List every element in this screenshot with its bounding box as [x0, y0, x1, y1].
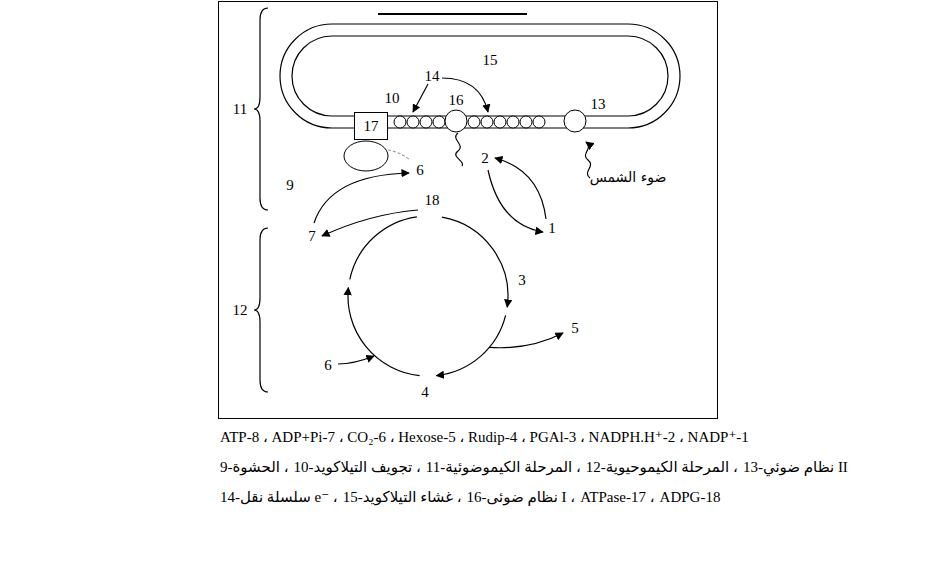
callout-number: 14 [425, 69, 440, 84]
electron-carriers [394, 110, 586, 132]
callout-number: 11 [233, 102, 247, 117]
leader-arrow [413, 84, 428, 112]
callout-number: 6 [324, 358, 332, 373]
cycle-arc [350, 217, 417, 280]
thylakoid-inner-membrane [292, 36, 668, 116]
callout-number: 10 [385, 91, 400, 106]
reaction-arrow [495, 158, 546, 219]
callout-number: 16 [449, 93, 464, 108]
callout-number: 15 [483, 53, 498, 68]
carrier-circle [433, 116, 445, 128]
callout-number: 9 [286, 178, 294, 193]
reaction-arrow [488, 170, 543, 232]
key-entry: 9-الحشوة ، [220, 458, 289, 476]
cycle-arc [442, 217, 508, 307]
key-entry: 10-تجويف التيلاكويد ، [294, 458, 421, 476]
carrier-circle [407, 116, 419, 128]
cycle-arc [436, 315, 505, 375]
carrier-circle [494, 116, 506, 128]
key-line: 14-سلسلة نقل e⁻ ، 15-غشاء التيلاكويد ، 16-… [220, 488, 720, 506]
carrier-circle [481, 116, 493, 128]
reaction-arrow [314, 173, 409, 223]
key-line: 9-الحشوة ، 10-تجويف التيلاكويد ، 11-المرحل… [220, 458, 848, 476]
brace [254, 228, 268, 392]
carrier-circle [507, 116, 519, 128]
callout-number: 2 [481, 151, 489, 166]
photosystem-circle [445, 110, 467, 132]
key-entry: ATPase-17 ، [580, 488, 654, 506]
callout-number: 13 [591, 97, 606, 112]
callout-number: 4 [421, 385, 429, 400]
cycle-arc [348, 288, 420, 376]
carrier-circle [394, 116, 406, 128]
atpase-box: 17 [354, 112, 388, 140]
key-entry: ADPG-18 [660, 488, 721, 506]
node-label: 17 [364, 119, 379, 134]
callout-number: 12 [233, 303, 248, 318]
key-entry: 16-نظام ضوئى I ، [467, 488, 576, 506]
key-entry: 14-سلسلة نقل e⁻ ، [220, 488, 338, 506]
leader-arrow [442, 78, 488, 112]
photosystem-circle [564, 110, 586, 132]
frame [219, 2, 718, 419]
dashed-curve [388, 150, 410, 160]
key-entry: 12-المرحلة الكيموحيوية ، [586, 458, 738, 476]
carrier-circle [533, 116, 545, 128]
brace [254, 8, 268, 210]
callout-number: 3 [518, 273, 526, 288]
thylakoid-outer-membrane [280, 24, 680, 128]
carrier-circle [468, 116, 480, 128]
key-entry: ATP-8 ، ADP+Pi-7 ، CO₂-6 ، Hexose-5 ، Ru… [220, 428, 749, 446]
key-line: ATP-8 ، ADP+Pi-7 ، CO₂-6 ، Hexose-5 ، Ru… [220, 428, 749, 446]
reaction-arrow [489, 333, 563, 348]
reaction-arrow [322, 210, 418, 236]
light-wave [456, 133, 463, 166]
key-entry: 11-المرحلة الكيموضوئية ، [426, 458, 581, 476]
callout-number: 5 [571, 321, 579, 336]
callout-number: 7 [308, 229, 316, 244]
light-label: ضوء الشمس [590, 170, 667, 184]
carrier-circle [420, 116, 432, 128]
key-entry: 15-غشاء التيلاكويد ، [343, 488, 462, 506]
top-bar [378, 13, 527, 15]
atpase-head [344, 141, 388, 171]
carrier-circle [520, 116, 532, 128]
callout-number: 18 [425, 193, 440, 208]
callout-number: 1 [548, 221, 556, 236]
key-entry: 13-نظام ضوئي II [743, 458, 848, 476]
reaction-arrow [338, 356, 374, 364]
callout-number: 6 [416, 163, 424, 178]
